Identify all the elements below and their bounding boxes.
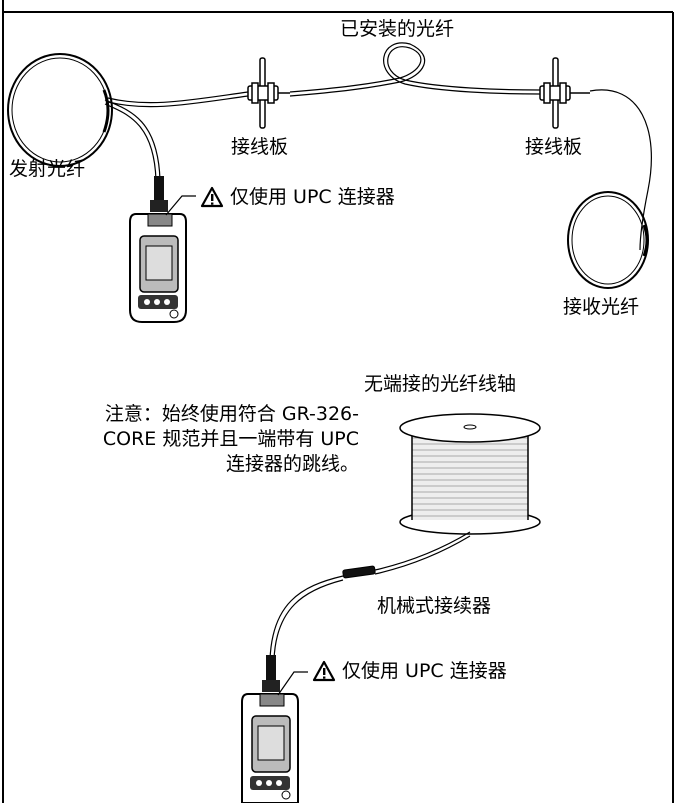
launch-fiber-label: 发射光纤 (9, 158, 86, 180)
launch-to-panel-fiber (107, 91, 249, 108)
note-text: 注意：始终使用符合 GR-326- CORE 规范并且一端带有 UPC 连接器的… (103, 402, 359, 477)
installed-fiber (289, 42, 541, 97)
warning-pointer-top (165, 195, 196, 216)
warning-pointer-bottom (277, 671, 308, 696)
splice-label: 机械式接续器 (377, 595, 492, 617)
patch-panel-right-label: 接线板 (525, 136, 583, 158)
splice-to-tester-fiber (269, 575, 344, 661)
installed-fiber-label: 已安装的光纤 (340, 18, 455, 40)
spool-label: 无端接的光纤线轴 (364, 373, 517, 395)
note-line-2: CORE 规范并且一端带有 UPC (102, 428, 359, 450)
tester-device-top (129, 176, 187, 323)
patch-panel-left-label: 接线板 (231, 136, 289, 158)
launch-fiber-coil (7, 53, 113, 167)
panel-to-receive-fiber (589, 89, 652, 251)
warning-triangle-icon (312, 660, 336, 682)
tester-device-bottom (241, 655, 299, 803)
receive-fiber-label: 接收光纤 (563, 296, 640, 318)
note-line-3: 连接器的跳线。 (225, 453, 359, 475)
spool-to-splice-fiber (374, 531, 471, 575)
launch-to-tester-fiber (104, 99, 161, 181)
fiber-spool (399, 413, 541, 535)
receive-fiber-coil (567, 191, 649, 289)
patch-panel-left (247, 57, 290, 129)
warning-upc-top-text: 仅使用 UPC 连接器 (230, 186, 395, 208)
warning-upc-bottom: 仅使用 UPC 连接器 (312, 660, 507, 682)
warning-upc-bottom-text: 仅使用 UPC 连接器 (342, 660, 507, 682)
note-line-1: 注意：始终使用符合 GR-326- (104, 403, 359, 425)
mechanical-splice (342, 565, 376, 579)
warning-upc-top: 仅使用 UPC 连接器 (200, 186, 395, 208)
warning-triangle-icon (200, 186, 224, 208)
patch-panel-right (539, 57, 590, 129)
